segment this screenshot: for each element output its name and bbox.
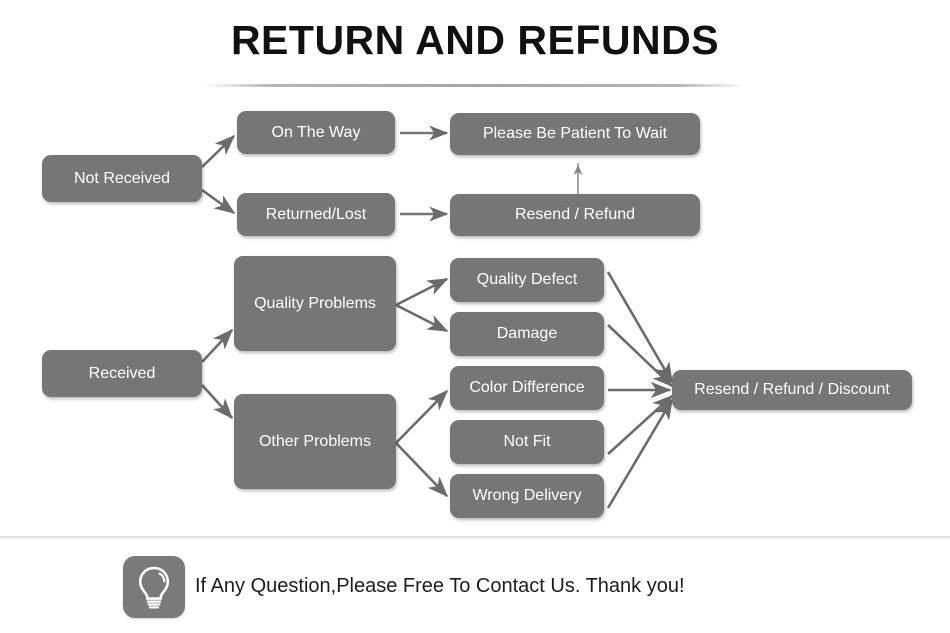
node-please-be-patient-to-wait[interactable]: Please Be Patient To Wait: [450, 113, 700, 155]
node-label: Please Be Patient To Wait: [482, 125, 668, 143]
page-title: RETURN AND REFUNDS: [230, 17, 720, 63]
edge-not-received-to-on-the-way: [201, 134, 236, 168]
footer-message: If Any Question,Please Free To Contact U…: [195, 575, 685, 597]
edge-not-received-to-returned-lost: [201, 188, 236, 215]
title-divider: [205, 84, 745, 87]
edge-received-to-quality-problems: [201, 328, 234, 363]
node-label: Damage: [496, 325, 558, 343]
node-color-difference[interactable]: Color Difference: [450, 366, 604, 410]
node-label: Resend / Refund / Discount: [694, 381, 890, 399]
node-label: Color Difference: [469, 379, 585, 397]
node-on-the-way[interactable]: On The Way: [237, 111, 395, 154]
lightbulb-icon: [123, 556, 185, 618]
node-label: Quality Problems: [254, 294, 376, 312]
node-quality-problems[interactable]: Quality Problems: [234, 256, 396, 351]
edge-quality-problems-to-quality-defect: [395, 277, 449, 307]
node-label: Resend / Refund: [514, 206, 636, 224]
node-label: Not Fit: [503, 433, 551, 451]
node-not-fit[interactable]: Not Fit: [450, 420, 604, 464]
node-label: Quality Defect: [476, 271, 578, 289]
edge-quality-defect-to-resend: [606, 271, 674, 384]
node-label: Returned/Lost: [265, 205, 367, 223]
footer-divider: [0, 536, 950, 539]
edge-other-problems-to-wrong-delivery: [395, 442, 449, 498]
node-quality-defect[interactable]: Quality Defect: [450, 258, 604, 302]
node-resend-refund-discount[interactable]: Resend / Refund / Discount: [672, 370, 912, 410]
node-label: Received: [88, 364, 156, 382]
node-label: Not Received: [73, 169, 171, 187]
edge-damage-to-resend: [607, 324, 674, 388]
node-wrong-delivery[interactable]: Wrong Delivery: [450, 474, 604, 518]
node-other-problems[interactable]: Other Problems: [234, 394, 396, 489]
node-label: Other Problems: [258, 432, 372, 450]
node-returned-lost[interactable]: Returned/Lost: [237, 193, 395, 236]
node-not-received[interactable]: Not Received: [42, 155, 202, 202]
edge-wrong-delivery-to-resend: [606, 398, 674, 509]
edge-other-problems-to-color-difference: [395, 389, 449, 444]
node-label: Wrong Delivery: [472, 487, 582, 505]
node-damage[interactable]: Damage: [450, 312, 604, 356]
node-resend-refund[interactable]: Resend / Refund: [450, 194, 700, 236]
edge-received-to-other-problems: [201, 384, 234, 420]
node-label: On The Way: [271, 123, 361, 141]
node-received[interactable]: Received: [42, 350, 202, 397]
edge-not-fit-to-resend: [607, 394, 674, 455]
edge-quality-problems-to-damage: [395, 303, 449, 333]
